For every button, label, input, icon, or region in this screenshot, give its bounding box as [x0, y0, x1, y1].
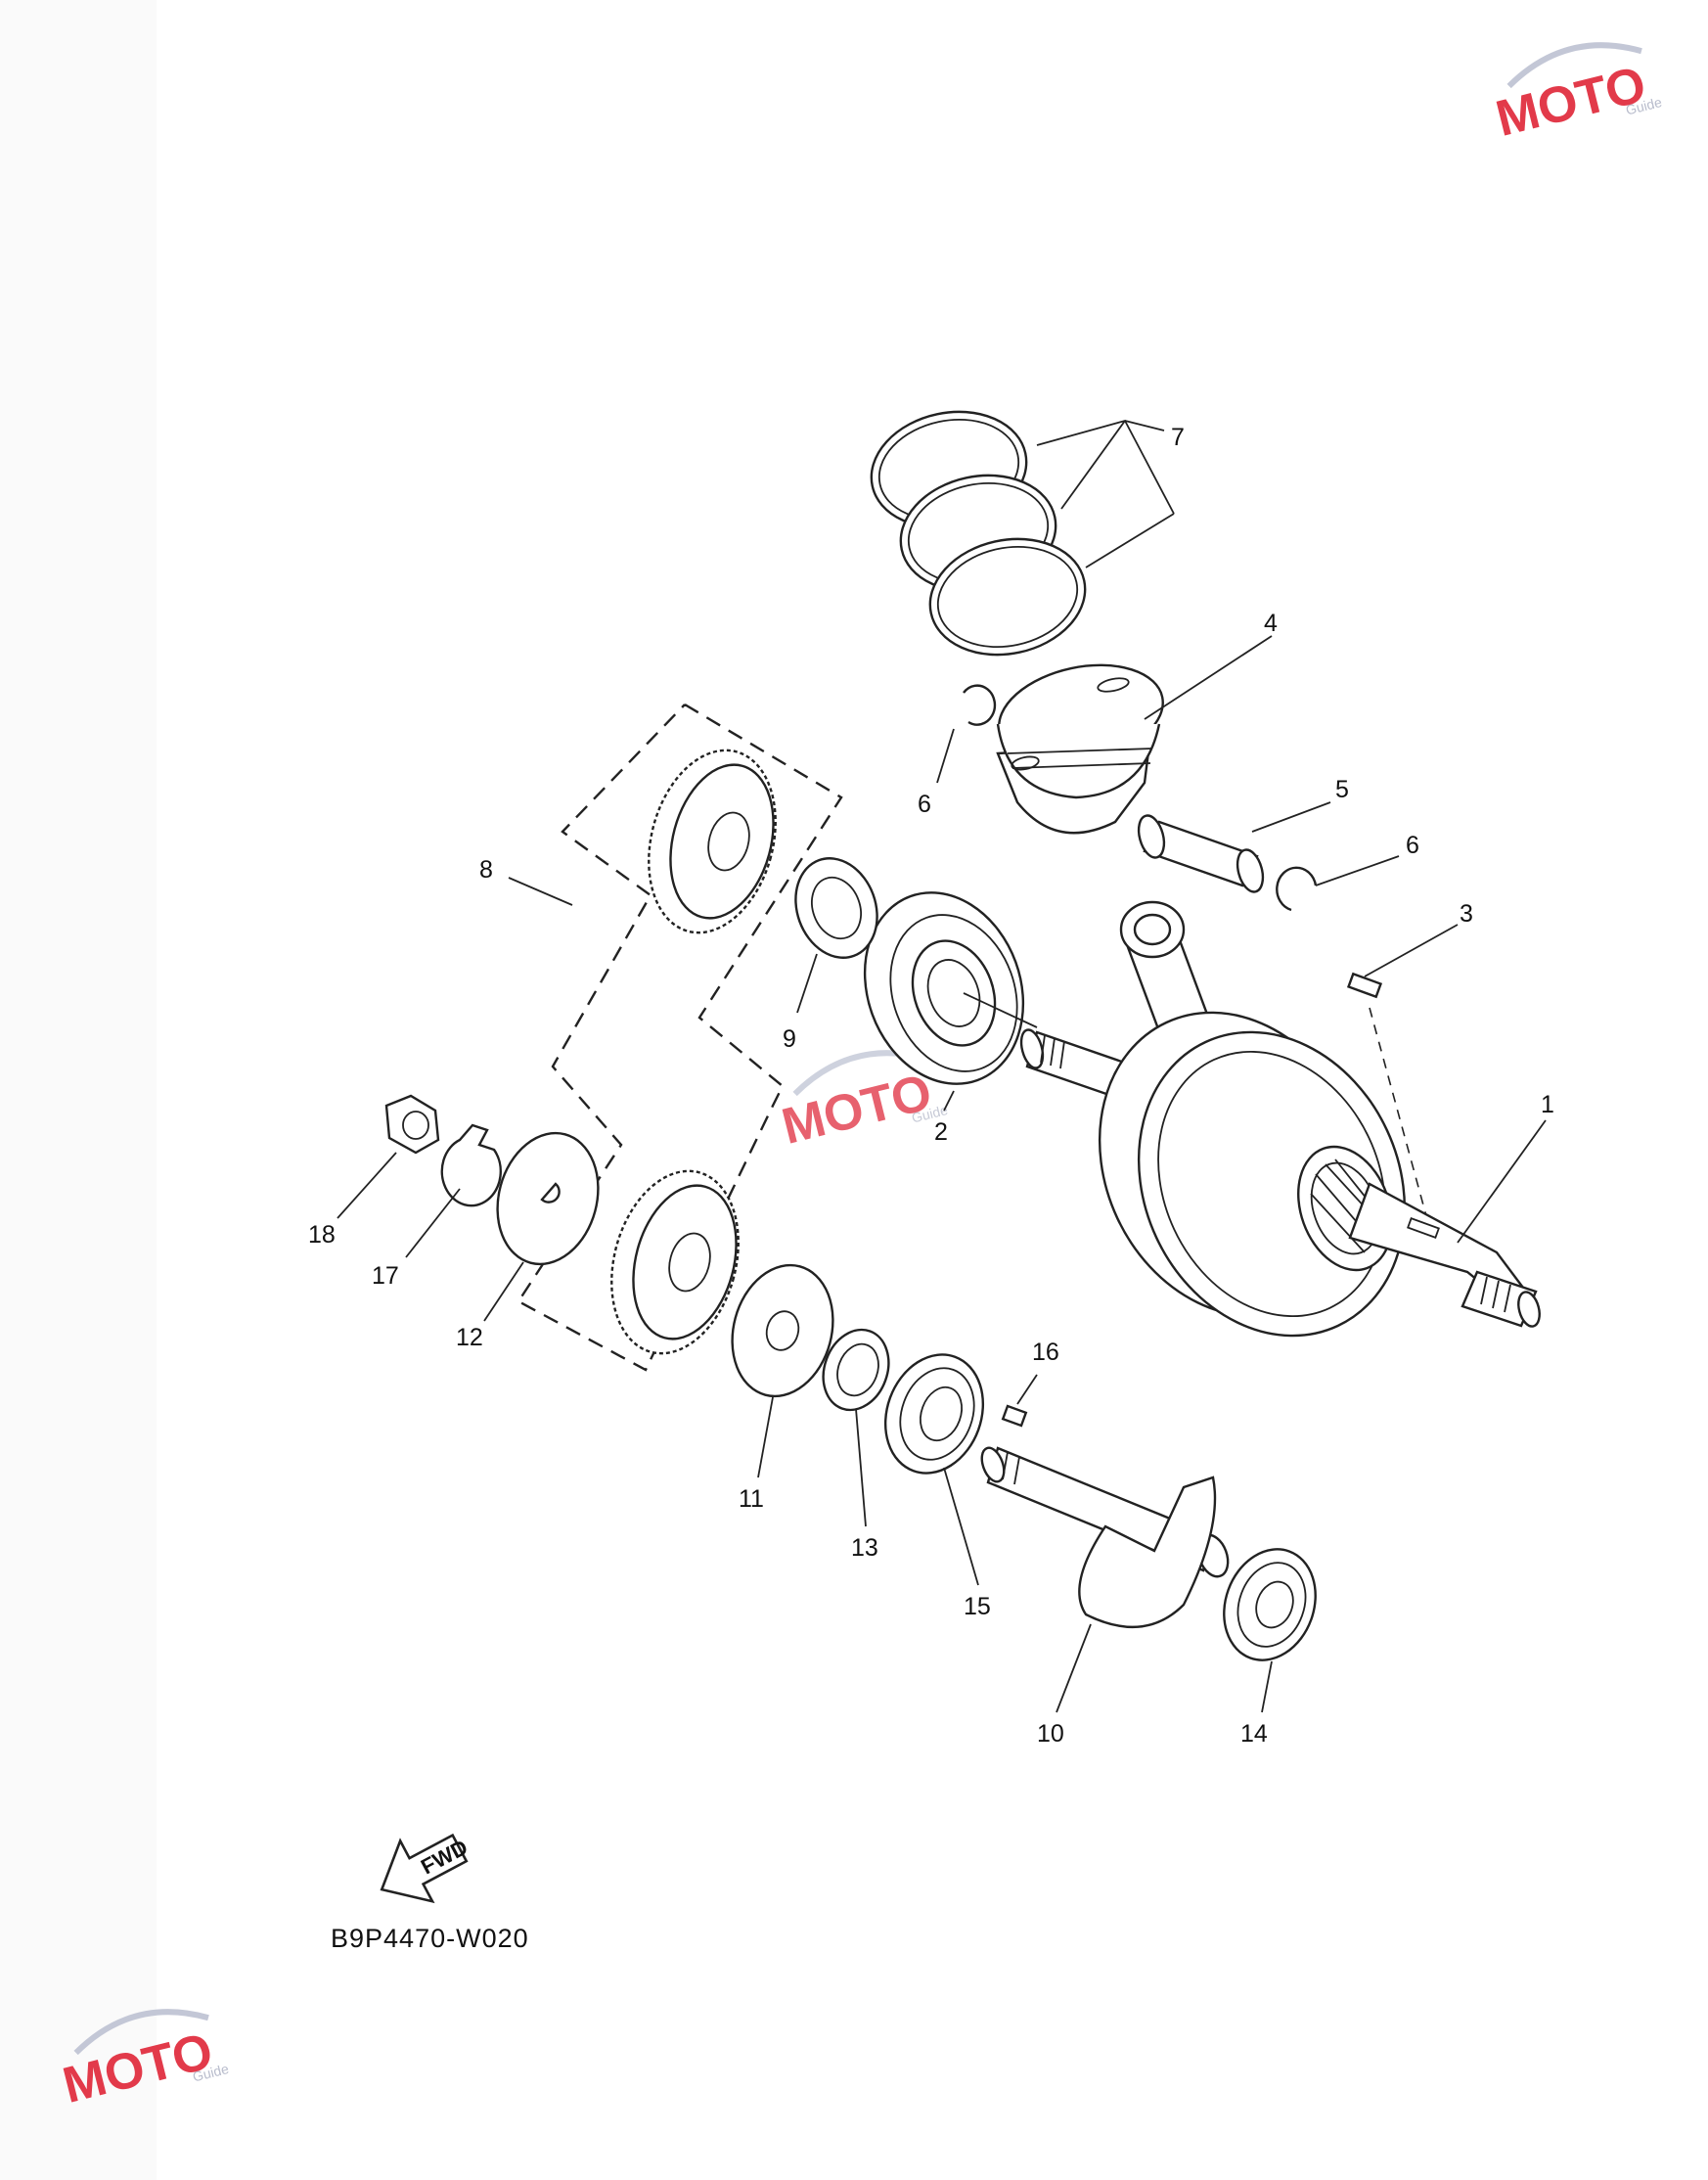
leader-16: [1016, 1374, 1038, 1405]
bearing-axis-line: [963, 992, 1038, 1028]
key-alignment-line: [1369, 1007, 1429, 1224]
piston-pin-clip-left: [963, 684, 997, 726]
leader-5: [1251, 801, 1331, 833]
leader-7b: [1060, 420, 1126, 510]
callout-15: 15: [964, 1593, 991, 1620]
leader-14: [1261, 1660, 1273, 1713]
leader-11: [757, 1396, 774, 1478]
leader-6b: [1315, 855, 1400, 886]
washer-13: [822, 1328, 890, 1412]
woodruff-key: [1346, 972, 1383, 999]
callout-17: 17: [372, 1262, 399, 1290]
callout-6a: 6: [918, 791, 931, 818]
leader-7-tip: [1124, 420, 1165, 431]
piston: [996, 663, 1164, 835]
plate-washer: [496, 1131, 600, 1266]
page-margin: [0, 0, 157, 2180]
callout-13: 13: [851, 1534, 878, 1562]
callout-8: 8: [479, 856, 493, 884]
leader-6a: [936, 728, 955, 784]
balancer-bearing-14: [1223, 1548, 1317, 1661]
leader-9: [796, 953, 818, 1014]
leader-1: [1457, 1119, 1547, 1244]
leader-12: [483, 1261, 524, 1322]
balancer-bearing-15: [883, 1353, 985, 1475]
leader-7c: [1085, 513, 1175, 568]
callout-6b: 6: [1406, 832, 1419, 859]
leader-2: [943, 1090, 955, 1112]
callout-1: 1: [1541, 1091, 1554, 1118]
callout-11: 11: [739, 1485, 764, 1513]
leader-8: [508, 877, 573, 906]
callout-16: 16: [1032, 1339, 1059, 1366]
leader-7: [1036, 419, 1175, 515]
thrust-washer-9: [794, 857, 878, 959]
leader-15: [943, 1467, 979, 1586]
washer-11: [731, 1263, 834, 1398]
callout-7: 7: [1171, 424, 1185, 451]
piston-rings: [870, 410, 1087, 657]
leader-4: [1144, 635, 1273, 720]
lock-washer: [440, 1123, 502, 1207]
callout-3: 3: [1460, 900, 1473, 928]
callout-9: 9: [783, 1025, 796, 1053]
balancer-shaft: [980, 1446, 1230, 1629]
leader-17: [405, 1188, 461, 1258]
piston-pin-clip-right: [1276, 866, 1318, 912]
forward-direction-arrow: FWD: [380, 1833, 472, 1904]
piston-pin: [1137, 814, 1265, 893]
leader-13: [855, 1408, 867, 1527]
diagram-code: B9P4470-W020: [331, 1924, 529, 1953]
callout-10: 10: [1037, 1720, 1064, 1748]
callout-14: 14: [1240, 1720, 1268, 1748]
balancer-key: [1001, 1404, 1028, 1428]
callout-12: 12: [456, 1324, 483, 1351]
callout-5: 5: [1335, 776, 1349, 803]
crankshaft-assembly: [1019, 900, 1541, 1338]
callout-18: 18: [308, 1221, 336, 1249]
leader-3: [1364, 924, 1459, 977]
nut: [384, 1094, 440, 1155]
leader-10: [1056, 1623, 1092, 1713]
callout-2: 2: [934, 1118, 948, 1146]
leader-18: [337, 1152, 397, 1219]
balancer-drive-gear-top: [648, 749, 777, 934]
balancer-driven-gear-bottom: [610, 1169, 740, 1355]
callout-4: 4: [1264, 610, 1278, 637]
watermark-logo-top: MOTO Guide: [1491, 42, 1664, 148]
crank-bearing: [863, 891, 1025, 1085]
